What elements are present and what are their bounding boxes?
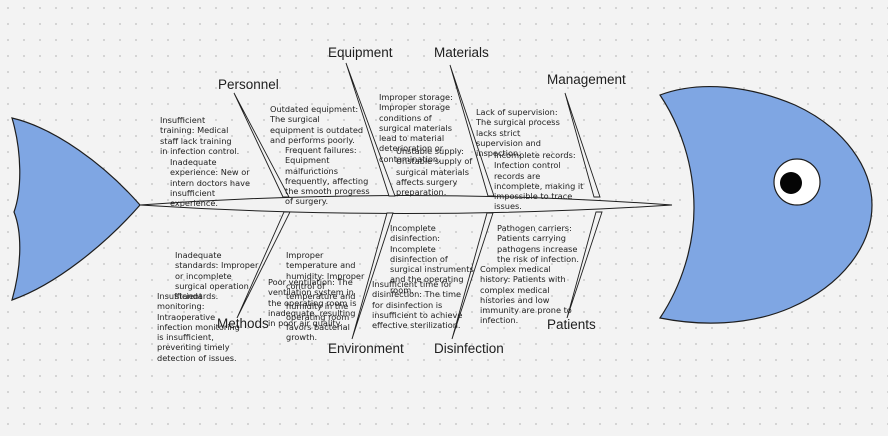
category-management: Management	[547, 72, 626, 87]
bone-environment	[351, 212, 394, 340]
cause-complex-history: Complex medical history: Patients with c…	[480, 264, 572, 326]
cause-inadequate-standards: Inadequate standards: Improper or incomp…	[175, 250, 259, 302]
cause-poor-ventilation: Poor ventilation: The ventilation system…	[268, 277, 357, 329]
bone-patients	[566, 211, 603, 319]
cause-insufficient-training: Insufficient training: Medical staff lac…	[160, 115, 240, 156]
fish-pupil	[780, 172, 802, 194]
cause-outdated-equipment: Outdated equipment: The surgical equipme…	[270, 104, 364, 145]
bone-disinfection	[451, 212, 494, 340]
category-materials: Materials	[434, 45, 489, 60]
cause-unstable-supply: Unstable supply: Unstable supply of surg…	[396, 146, 473, 198]
cause-pathogen-carriers: Pathogen carriers: Patients carrying pat…	[497, 223, 579, 264]
category-personnel: Personnel	[218, 77, 279, 92]
fish-head	[659, 86, 873, 324]
fish-tail	[11, 117, 141, 301]
cause-frequent-failures: Frequent failures: Equipment malfunction…	[285, 145, 370, 207]
category-patients: Patients	[547, 317, 596, 332]
fish-spine	[139, 195, 673, 214]
category-equipment: Equipment	[328, 45, 393, 60]
bone-personnel	[233, 92, 290, 198]
cause-insufficient-monitoring: Insufficient monitoring: Intraoperative …	[157, 291, 240, 363]
cause-lack-of-supervision: Lack of supervision: The surgical proces…	[476, 107, 560, 159]
category-methods: Methods	[217, 316, 269, 331]
bone-materials	[449, 64, 495, 197]
bone-methods	[236, 211, 291, 319]
cause-improper-storage: Improper storage: Improper storage condi…	[379, 92, 453, 164]
cause-incomplete-disinfection: Incomplete disinfection: Incomplete disi…	[390, 223, 474, 295]
bone-equipment	[345, 62, 396, 197]
cause-improper-temperature: Improper temperature and humidity: Impro…	[286, 250, 365, 343]
cause-insufficient-time: Insufficient time for disinfection: The …	[372, 279, 463, 331]
cause-incomplete-records: Incomplete records: Infection control re…	[494, 150, 584, 212]
cause-inadequate-experience: Inadequate experience: New or intern doc…	[170, 157, 250, 209]
bone-management	[564, 92, 601, 198]
category-disinfection: Disinfection	[434, 341, 504, 356]
category-environment: Environment	[328, 341, 404, 356]
